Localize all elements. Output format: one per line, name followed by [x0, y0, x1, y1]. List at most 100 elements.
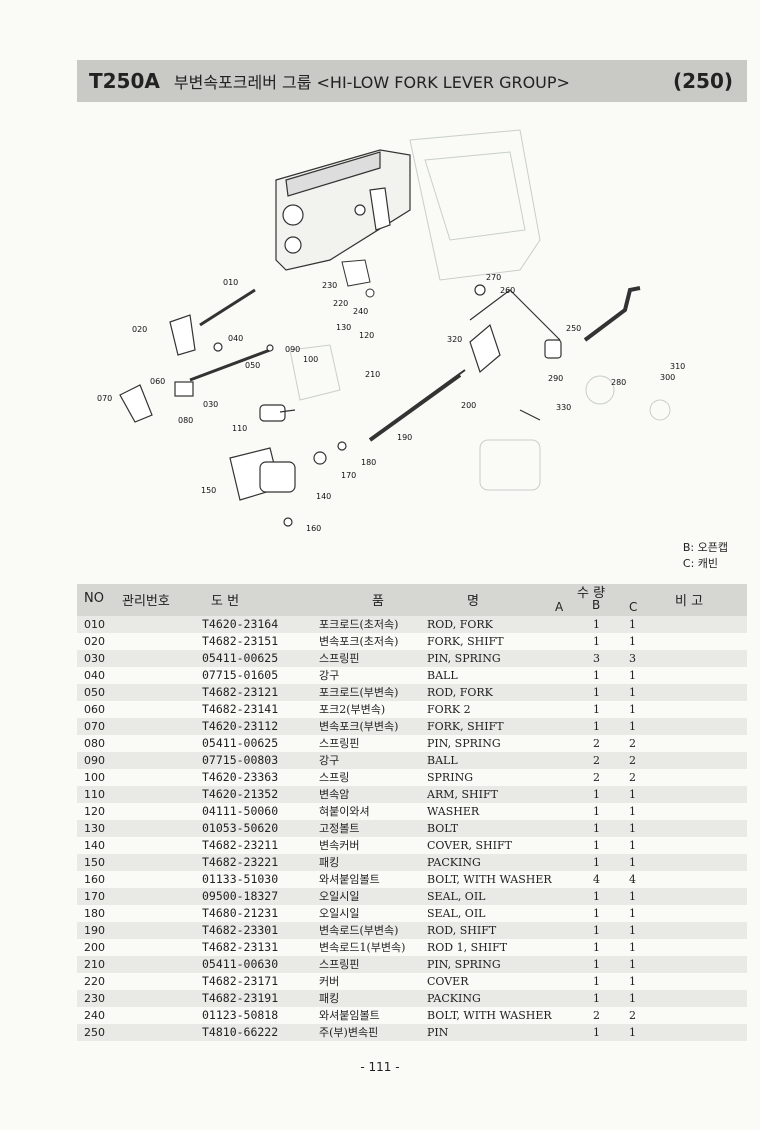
qty-c-cell: 1: [629, 924, 636, 937]
drawing-number-cell: T4682-23171: [202, 974, 279, 988]
english-name-cell: COVER: [427, 975, 469, 988]
part-no-cell: 140: [84, 839, 105, 852]
english-name-cell: SPRING: [427, 771, 473, 784]
qty-b-cell: 2: [593, 771, 600, 784]
part-no-cell: 080: [84, 737, 105, 750]
qty-c-cell: 1: [629, 805, 636, 818]
svg-text:190: 190: [397, 433, 412, 442]
svg-text:310: 310: [670, 362, 685, 371]
korean-name-cell: 고정볼트: [319, 822, 360, 835]
drawing-number-cell: 01133-51030: [202, 872, 279, 886]
drawing-number-cell: 05411-00625: [202, 736, 279, 750]
header-drawing: 도 번: [211, 594, 240, 609]
part-no-cell: 030: [84, 652, 105, 665]
svg-text:250: 250: [566, 324, 581, 333]
drawing-number-cell: T4620-21352: [202, 787, 279, 801]
qty-c-cell: 1: [629, 822, 636, 835]
korean-name-cell: 오일시일: [319, 890, 360, 903]
part-no-cell: 210: [84, 958, 105, 971]
svg-text:260: 260: [500, 286, 515, 295]
qty-c-cell: 1: [629, 720, 636, 733]
part-no-cell: 150: [84, 856, 105, 869]
korean-name-cell: 변속포크(부변속): [319, 720, 399, 733]
qty-b-cell: 1: [593, 907, 600, 920]
english-name-cell: PIN, SPRING: [427, 737, 501, 750]
qty-c-cell: 1: [629, 907, 636, 920]
qty-c-cell: 4: [629, 873, 636, 886]
korean-name-cell: 포크로드(부변속): [319, 686, 399, 699]
header-qty-b: B: [592, 598, 601, 612]
qty-c-cell: 1: [629, 686, 636, 699]
qty-b-cell: 1: [593, 890, 600, 903]
qty-b-cell: 1: [593, 686, 600, 699]
qty-b-cell: 3: [593, 652, 600, 665]
qty-c-cell: 1: [629, 618, 636, 631]
qty-c-cell: 2: [629, 1009, 636, 1022]
table-header: NO 관리번호 도 번 품 명 수 량 A B C 비 고: [77, 584, 747, 616]
part-no-cell: 180: [84, 907, 105, 920]
korean-name-cell: 와셔붙임볼트: [319, 1009, 380, 1022]
drawing-number-cell: T4620-23112: [202, 719, 279, 733]
qty-c-cell: 1: [629, 669, 636, 682]
english-name-cell: ROD, FORK: [427, 686, 493, 699]
header-mgmt: 관리번호: [122, 594, 170, 609]
qty-b-cell: 1: [593, 941, 600, 954]
qty-b-cell: 1: [593, 822, 600, 835]
english-name-cell: BOLT, WITH WASHER: [427, 1009, 552, 1022]
korean-name-cell: 포크로드(초저속): [319, 618, 399, 631]
drawing-number-cell: T4682-23121: [202, 685, 279, 699]
part-no-cell: 220: [84, 975, 105, 988]
qty-c-cell: 2: [629, 754, 636, 767]
drawing-number-cell: 05411-00625: [202, 651, 279, 665]
qty-b-cell: 2: [593, 1009, 600, 1022]
qty-c-cell: 1: [629, 856, 636, 869]
qty-b-cell: 1: [593, 618, 600, 631]
group-code: T250A: [89, 69, 160, 93]
qty-b-cell: 2: [593, 737, 600, 750]
svg-text:180: 180: [361, 458, 376, 467]
qty-c-cell: 1: [629, 975, 636, 988]
part-no-cell: 200: [84, 941, 105, 954]
part-no-cell: 250: [84, 1026, 105, 1039]
svg-text:320: 320: [447, 335, 462, 344]
qty-c-cell: 2: [629, 737, 636, 750]
svg-text:080: 080: [178, 416, 193, 425]
svg-text:280: 280: [611, 378, 626, 387]
qty-b-cell: 1: [593, 992, 600, 1005]
transmission-case: [275, 149, 411, 271]
note-b: B: 오픈캡: [682, 541, 728, 554]
korean-name-cell: 변속포크(초저속): [319, 635, 399, 648]
page-header: T250A 부변속포크레버 그룹 <HI-LOW FORK LEVER GROU…: [77, 60, 747, 102]
qty-b-cell: 1: [593, 856, 600, 869]
english-name-cell: SEAL, OIL: [427, 890, 486, 903]
english-name-cell: COVER, SHIFT: [427, 839, 512, 852]
korean-name-cell: 주(부)변속핀: [319, 1026, 379, 1039]
english-name-cell: WASHER: [427, 805, 480, 818]
english-name-cell: PIN, SPRING: [427, 652, 501, 665]
qty-b-cell: 1: [593, 669, 600, 682]
svg-text:230: 230: [322, 281, 337, 290]
part-no-cell: 050: [84, 686, 105, 699]
qty-b-cell: 1: [593, 924, 600, 937]
qty-b-cell: 1: [593, 703, 600, 716]
part-no-cell: 120: [84, 805, 105, 818]
english-name-cell: ROD, FORK: [427, 618, 493, 631]
korean-name-cell: 와셔붙임볼트: [319, 873, 380, 886]
part-no-cell: 160: [84, 873, 105, 886]
header-no: NO: [84, 591, 104, 606]
drawing-number-cell: T4620-23164: [202, 617, 279, 631]
page-number: - 111 -: [360, 1060, 400, 1074]
part-no-cell: 020: [84, 635, 105, 648]
shift-rod-group: [229, 284, 641, 527]
svg-text:030: 030: [203, 400, 218, 409]
korean-name-cell: 오일시일: [319, 907, 360, 920]
svg-text:330: 330: [556, 403, 571, 412]
